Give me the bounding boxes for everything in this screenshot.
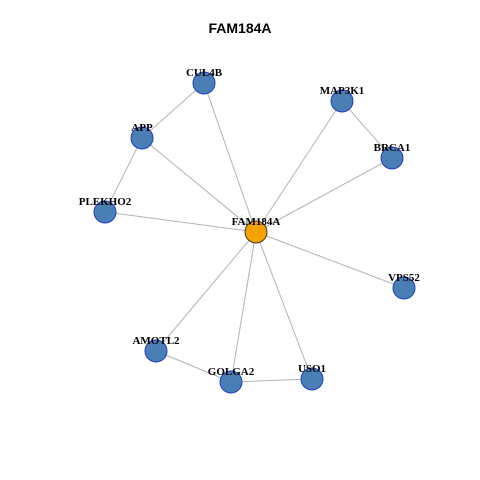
edge-fam184a-plekho2: [104, 211, 257, 233]
edge-fam184a-golga2: [230, 231, 257, 383]
node-label-golga2: GOLGA2: [208, 366, 255, 378]
edge-fam184a-uso1: [255, 231, 313, 380]
node-fam184a: [244, 220, 268, 244]
node-label-plekho2: PLEKHO2: [79, 196, 132, 208]
node-layer: [93, 71, 416, 394]
edge-fam184a-cul4b: [203, 82, 257, 233]
node-golga2: [219, 370, 243, 394]
node-brca1: [380, 146, 404, 170]
edge-layer: [104, 82, 405, 383]
edge-amotl2-golga2: [155, 350, 232, 383]
node-cul4b: [192, 71, 216, 95]
edge-fam184a-app: [141, 137, 257, 233]
node-plekho2: [93, 200, 117, 224]
node-label-brca1: BRCA1: [374, 142, 411, 154]
node-map3k1: [330, 89, 354, 113]
edge-fam184a-vps52: [255, 231, 405, 289]
node-label-cul4b: CUL4B: [186, 67, 223, 79]
edge-app-plekho2: [104, 137, 143, 213]
node-label-amotl2: AMOTL2: [132, 335, 180, 347]
node-label-app: APP: [131, 122, 153, 134]
node-uso1: [300, 367, 324, 391]
node-amotl2: [144, 339, 168, 363]
node-label-map3k1: MAP3K1: [320, 85, 365, 97]
node-label-vps52: VPS52: [388, 272, 420, 284]
edge-golga2-uso1: [230, 378, 313, 383]
node-label-uso1: USO1: [298, 363, 326, 375]
edge-fam184a-map3k1: [255, 100, 343, 233]
node-app: [130, 126, 154, 150]
edge-cul4b-app: [141, 82, 205, 139]
node-vps52: [392, 276, 416, 300]
graph-title: FAM184A: [208, 20, 272, 36]
edge-map3k1-brca1: [341, 100, 393, 159]
edge-fam184a-brca1: [255, 157, 393, 233]
edge-fam184a-amotl2: [155, 231, 257, 352]
node-label-fam184a: FAM184A: [232, 216, 281, 228]
